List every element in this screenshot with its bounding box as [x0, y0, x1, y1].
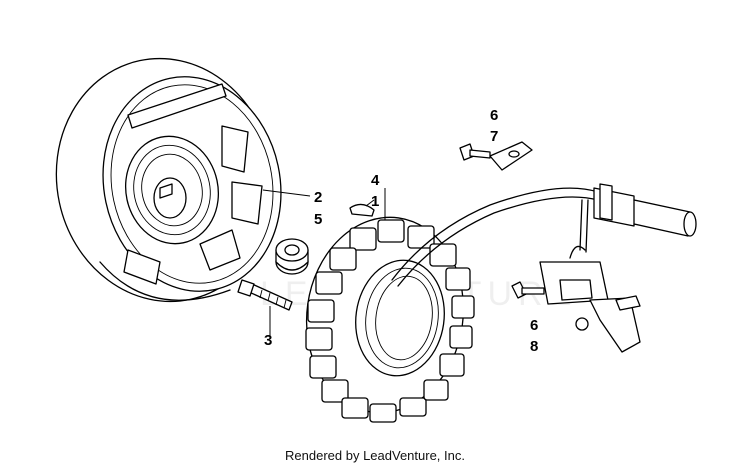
callout-6-bottom: 6: [530, 317, 538, 334]
clamp-screw: [459, 143, 491, 161]
callout-1: 1: [371, 193, 379, 210]
callout-2: 2: [314, 189, 322, 206]
stator-bolt: [237, 279, 293, 311]
leader-2: [262, 189, 311, 197]
callout-3: 3: [264, 332, 272, 349]
flywheel: [55, 57, 282, 303]
leader-1: [365, 199, 375, 207]
callout-5: 5: [314, 211, 322, 228]
stator: [305, 216, 475, 423]
wire-harness: [391, 183, 697, 287]
flywheel-nut: [275, 238, 309, 275]
callout-8: 8: [530, 338, 538, 355]
pickup-screw: [511, 281, 545, 299]
wire-clamp: [489, 141, 533, 171]
footer-credit: Rendered by LeadVenture, Inc.: [285, 448, 465, 463]
callout-7: 7: [490, 128, 498, 145]
callout-4: 4: [371, 172, 380, 189]
pickup-coil: [539, 245, 641, 353]
callout-6-top: 6: [490, 107, 498, 124]
